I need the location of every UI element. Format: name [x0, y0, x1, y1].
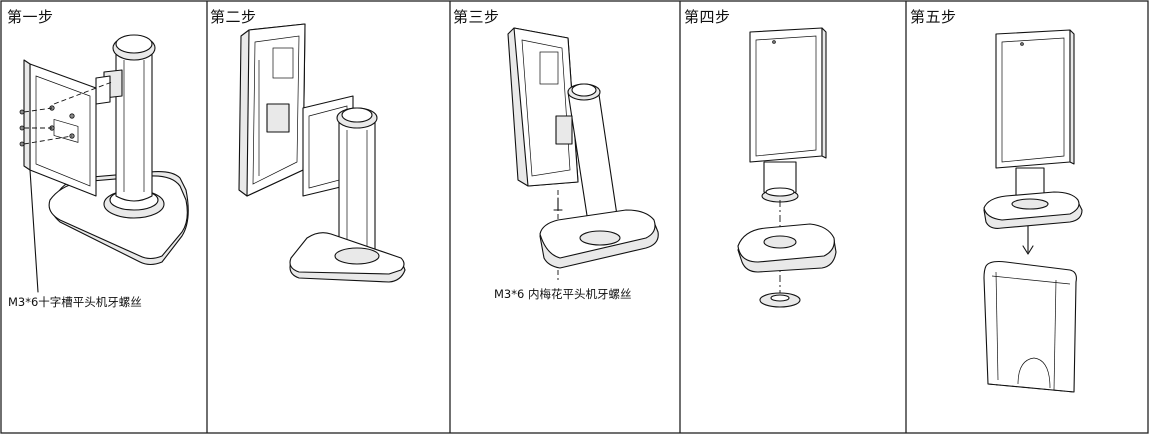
step-3-illustration — [507, 27, 659, 280]
step-3-title: 第三步 — [453, 8, 500, 26]
step-2-illustration — [238, 23, 406, 283]
step-1-illustration — [19, 34, 189, 293]
step-5-illustration — [983, 29, 1083, 393]
step-4-illustration — [737, 27, 837, 308]
step-1-screw-caption: M3*6十字槽平头机牙螺丝 — [8, 295, 142, 309]
step-1-title: 第一步 — [7, 8, 54, 26]
step-4-title: 第四步 — [684, 8, 731, 26]
step-2-title: 第二步 — [210, 8, 257, 26]
step-3-screw-caption: M3*6 内梅花平头机牙螺丝 — [494, 287, 632, 301]
step-5-title: 第五步 — [910, 8, 957, 26]
